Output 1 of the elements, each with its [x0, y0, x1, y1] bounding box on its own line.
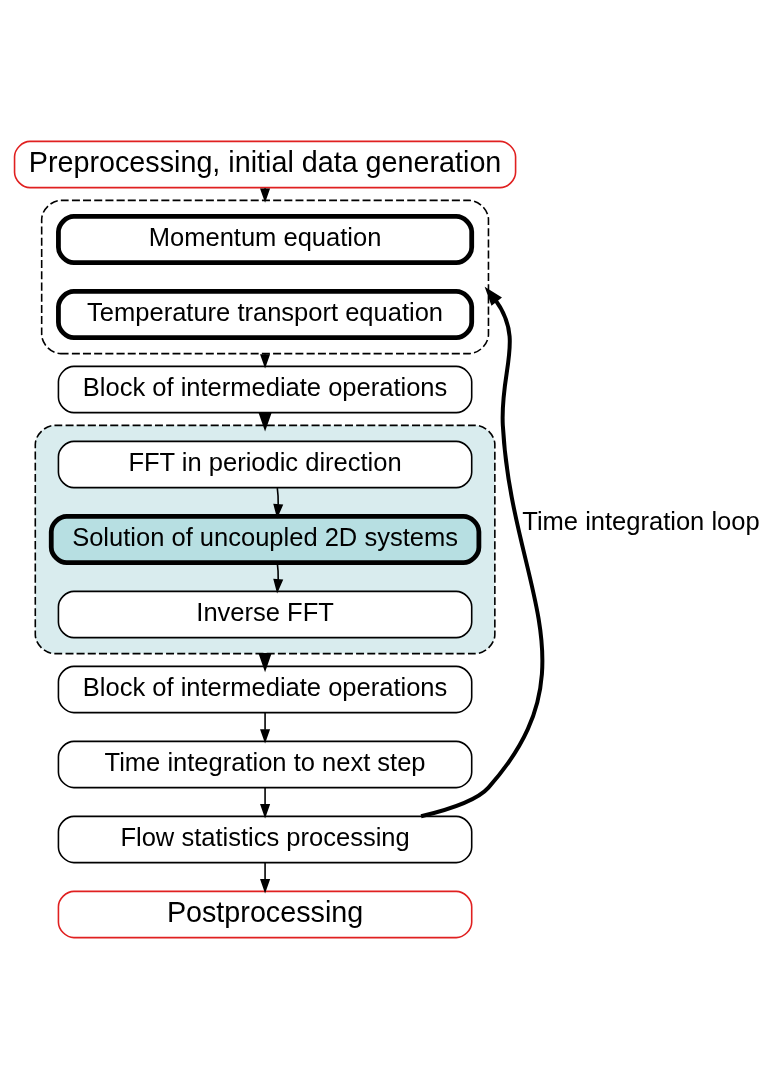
edge-label: Time integration loop	[522, 506, 760, 535]
